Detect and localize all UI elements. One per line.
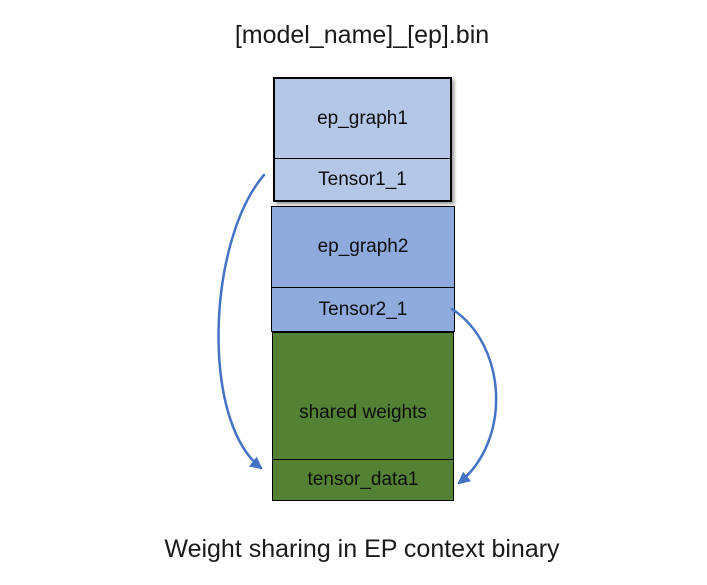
ep-graph2-block: ep_graph2 Tensor2_1	[271, 206, 455, 332]
shared-weights-block: shared weights tensor_data1	[272, 332, 454, 501]
ep-graph2-label: ep_graph2	[317, 236, 409, 257]
tensor1-1-label: Tensor1_1	[318, 168, 407, 190]
shared-weights-label: shared weights	[299, 402, 427, 423]
ep-graph1-label: ep_graph1	[317, 107, 408, 129]
tensor2-1-cell: Tensor2_1	[272, 287, 454, 331]
arrow-tensor2-to-tensor-data1	[450, 307, 498, 485]
tensor2-1-label: Tensor2_1	[318, 298, 408, 320]
diagram-caption: Weight sharing in EP context binary	[164, 535, 560, 563]
tensor-data1-label: tensor_data1	[307, 469, 419, 490]
tensor-data1-cell: tensor_data1	[273, 459, 453, 500]
ep-graph1-block: ep_graph1 Tensor1_1	[273, 77, 452, 202]
tensor1-1-cell: Tensor1_1	[275, 158, 450, 200]
ep-graph1-cell: ep_graph1	[275, 79, 450, 158]
ep-graph2-cell: ep_graph2	[272, 207, 454, 287]
arrow-tensor1-to-tensor-data1	[217, 173, 266, 470]
file-name-title: [model_name]_[ep].bin	[234, 21, 490, 49]
shared-weights-cell: shared weights	[273, 333, 453, 459]
